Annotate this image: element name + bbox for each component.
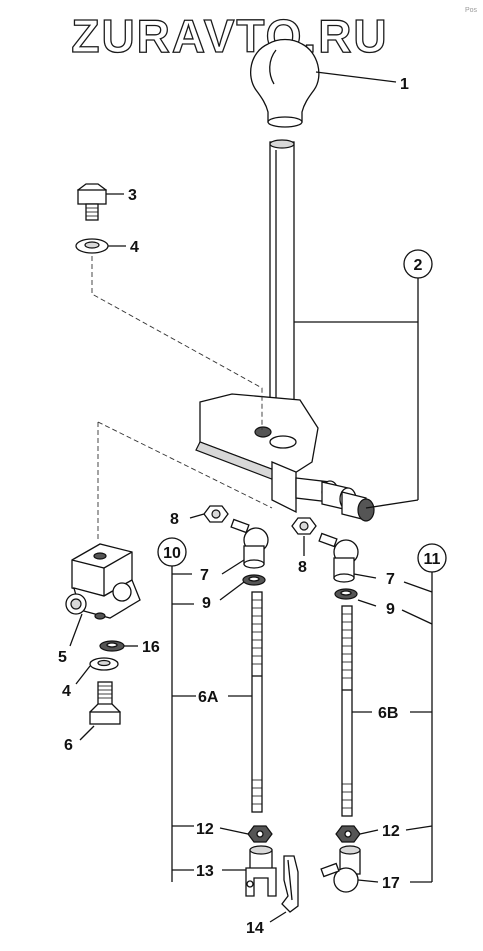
lever-base-bracket xyxy=(195,393,319,514)
selector-shaft xyxy=(295,477,375,522)
callout-7-left: 7 xyxy=(200,567,209,584)
callout-17: 17 xyxy=(382,875,400,892)
gear-lever-rod xyxy=(269,139,295,443)
washer-left xyxy=(89,657,119,671)
callout-9-left: 9 xyxy=(202,595,211,612)
leader-lines xyxy=(69,71,433,923)
callout-1: 1 xyxy=(400,76,409,93)
callout-4-top: 4 xyxy=(130,239,139,256)
callout-16: 16 xyxy=(142,639,160,656)
callout-6a: 6A xyxy=(198,689,219,706)
callout-8-left: 8 xyxy=(170,511,179,528)
bolt-top xyxy=(76,183,108,221)
callout-14: 14 xyxy=(246,920,264,937)
nut-12-right xyxy=(335,825,361,843)
nut-9-left xyxy=(242,574,266,586)
callout-13: 13 xyxy=(196,863,214,880)
clevis-13 xyxy=(245,845,277,897)
callout-11: 11 xyxy=(424,551,441,568)
site-watermark: ZURAVTO.RU xyxy=(71,10,388,62)
ball-joint-7-left xyxy=(230,518,269,569)
callout-7-right: 7 xyxy=(386,571,395,588)
callout-6b: 6B xyxy=(378,705,398,722)
ball-joint-17 xyxy=(320,845,361,893)
threaded-rod-6b xyxy=(341,605,353,817)
ball-joint-7-right xyxy=(318,532,359,583)
pivot-block xyxy=(65,543,141,620)
callout-10: 10 xyxy=(163,545,181,562)
callout-circle-2 xyxy=(403,249,433,279)
callout-2: 2 xyxy=(414,257,423,274)
corner-mark: Pos xyxy=(465,7,478,14)
callout-5: 5 xyxy=(58,649,67,666)
callout-circle-10 xyxy=(157,537,187,567)
callout-12-right: 12 xyxy=(382,823,400,840)
callout-8-right: 8 xyxy=(298,559,307,576)
callout-9-right: 9 xyxy=(386,601,395,618)
nut-8-left xyxy=(203,505,229,523)
callout-circle-11 xyxy=(417,543,447,573)
washer-top xyxy=(75,238,109,254)
nut-9-right xyxy=(334,588,358,600)
nut-12-left xyxy=(247,825,273,843)
threaded-rod-6a xyxy=(251,591,263,813)
assembly-line-bolt xyxy=(91,256,263,430)
callout-4-left: 4 xyxy=(62,683,71,700)
callout-6: 6 xyxy=(64,737,73,754)
callout-3: 3 xyxy=(128,187,137,204)
assembly-line-bracket xyxy=(97,421,273,542)
bolt-left xyxy=(89,681,121,725)
nut-8-right xyxy=(291,517,317,535)
gear-knob xyxy=(250,38,320,128)
washer-16 xyxy=(99,640,125,652)
clip-14 xyxy=(281,855,299,913)
callout-12-left: 12 xyxy=(196,821,214,838)
